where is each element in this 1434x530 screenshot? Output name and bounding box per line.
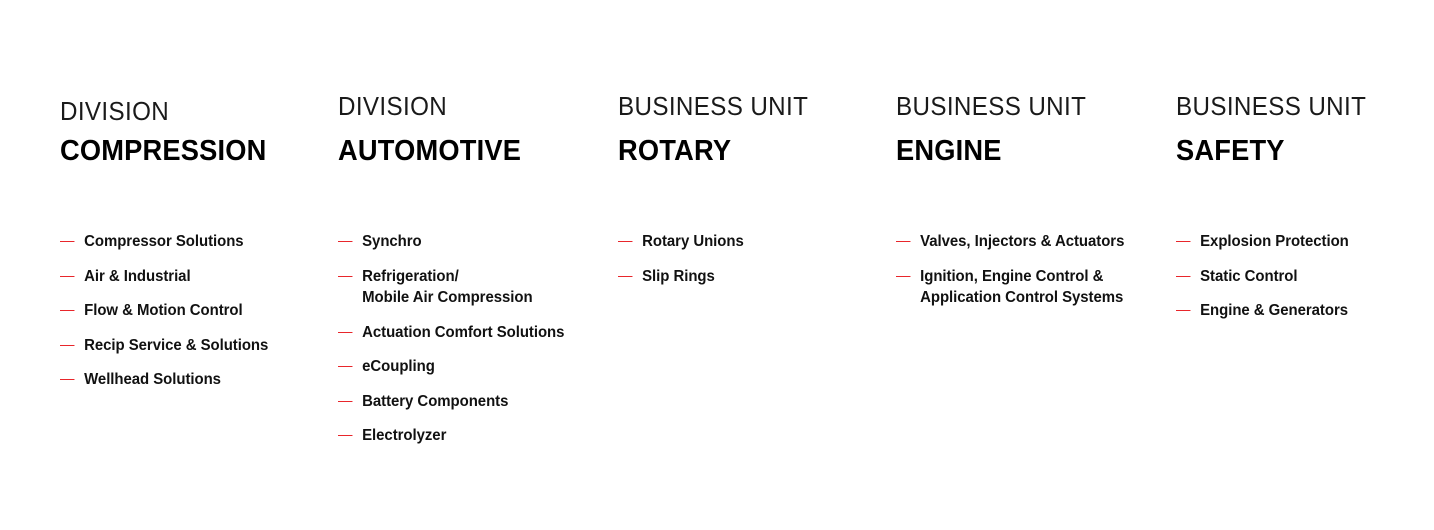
- list-item-label: Recip Service & Solutions: [84, 336, 269, 354]
- list-item[interactable]: Flow & Motion Control: [60, 300, 325, 322]
- column-unit-name: ROTARY: [618, 135, 732, 167]
- column-item-list: Compressor Solutions Air & Industrial Fl…: [60, 231, 335, 391]
- column-header: DIVISION COMPRESSION: [60, 96, 335, 168]
- list-item-label: Air & Industrial: [84, 267, 191, 285]
- list-item[interactable]: Wellhead Solutions: [60, 369, 325, 391]
- list-item-label: Static Control: [1200, 267, 1298, 285]
- dash-bullet-icon: [896, 241, 911, 242]
- org-column-engine: BUSINESS UNIT ENGINE Valves, Injectors &…: [896, 0, 1174, 530]
- column-unit-name: AUTOMOTIVE: [338, 135, 522, 167]
- column-header: BUSINESS UNIT ROTARY: [618, 91, 893, 168]
- column-header: DIVISION AUTOMOTIVE: [338, 91, 613, 168]
- column-item-list: Synchro Refrigeration/Mobile Air Compres…: [338, 231, 613, 447]
- dash-bullet-icon: [60, 310, 75, 311]
- org-column-rotary: BUSINESS UNIT ROTARY Rotary Unions Slip …: [618, 0, 893, 530]
- dash-bullet-icon: [1176, 275, 1191, 277]
- list-item-label: Battery Components: [362, 392, 509, 410]
- dash-bullet-icon: [60, 275, 75, 277]
- column-header: BUSINESS UNIT ENGINE: [896, 91, 1174, 168]
- dash-bullet-icon: [896, 275, 911, 277]
- dash-bullet-icon: [618, 241, 633, 242]
- list-item-label: Electrolyzer: [362, 427, 447, 444]
- list-item[interactable]: Synchro: [338, 231, 603, 253]
- list-item[interactable]: Recip Service & Solutions: [60, 335, 325, 357]
- list-item[interactable]: Valves, Injectors & Actuators: [896, 231, 1164, 253]
- column-eyebrow-label: BUSINESS UNIT: [618, 91, 809, 121]
- dash-bullet-icon: [338, 366, 353, 367]
- column-item-list: Valves, Injectors & Actuators Ignition, …: [896, 231, 1174, 309]
- list-item-label: Slip Rings: [642, 267, 715, 285]
- list-item-label: Actuation Comfort Solutions: [362, 323, 565, 341]
- list-item-label: Flow & Motion Control: [84, 302, 243, 319]
- list-item-label: Valves, Injectors & Actuators: [920, 233, 1125, 250]
- dash-bullet-icon: [338, 241, 353, 242]
- list-item[interactable]: Explosion Protection: [1176, 231, 1423, 253]
- list-item[interactable]: eCoupling: [338, 356, 603, 378]
- list-item[interactable]: Battery Components: [338, 391, 603, 413]
- column-item-list: Rotary Unions Slip Rings: [618, 231, 893, 287]
- list-item-label: eCoupling: [362, 358, 435, 375]
- list-item-label: Engine & Generators: [1200, 302, 1348, 319]
- list-item[interactable]: Electrolyzer: [338, 425, 603, 447]
- column-unit-name: COMPRESSION: [60, 135, 267, 167]
- column-eyebrow-label: BUSINESS UNIT: [1176, 91, 1367, 121]
- list-item[interactable]: Compressor Solutions: [60, 231, 325, 253]
- column-unit-name: ENGINE: [896, 135, 1002, 167]
- dash-bullet-icon: [338, 435, 353, 436]
- list-item[interactable]: Rotary Unions: [618, 231, 883, 253]
- list-item[interactable]: Air & Industrial: [60, 266, 325, 288]
- column-eyebrow-label: BUSINESS UNIT: [896, 91, 1087, 121]
- list-item-label: Wellhead Solutions: [84, 371, 221, 388]
- list-item-label: Rotary Unions: [642, 233, 744, 250]
- list-item[interactable]: Engine & Generators: [1176, 300, 1423, 322]
- org-column-compression: DIVISION COMPRESSION Compressor Solution…: [60, 0, 335, 530]
- list-item[interactable]: Slip Rings: [618, 266, 883, 288]
- column-unit-name: SAFETY: [1176, 135, 1285, 167]
- dash-bullet-icon: [60, 241, 75, 242]
- dash-bullet-icon: [60, 344, 75, 346]
- dash-bullet-icon: [1176, 241, 1191, 242]
- list-item-label: Ignition, Engine Control &Application Co…: [920, 267, 1124, 307]
- list-item-label: Refrigeration/Mobile Air Compression: [362, 267, 533, 307]
- dash-bullet-icon: [1176, 310, 1191, 311]
- dash-bullet-icon: [60, 379, 75, 380]
- column-item-list: Explosion Protection Static Control Engi…: [1176, 231, 1432, 322]
- org-column-automotive: DIVISION AUTOMOTIVE Synchro Refrigeratio…: [338, 0, 613, 530]
- list-item[interactable]: Static Control: [1176, 266, 1423, 288]
- list-item-label: Compressor Solutions: [84, 233, 244, 250]
- list-item[interactable]: Ignition, Engine Control &Application Co…: [896, 266, 1164, 309]
- column-eyebrow-label: DIVISION: [338, 91, 448, 121]
- dash-bullet-icon: [338, 331, 353, 333]
- dash-bullet-icon: [338, 275, 353, 277]
- org-column-safety: BUSINESS UNIT SAFETY Explosion Protectio…: [1176, 0, 1432, 530]
- dash-bullet-icon: [618, 275, 633, 277]
- column-eyebrow-label: DIVISION: [60, 96, 170, 126]
- list-item-label: Explosion Protection: [1200, 233, 1349, 250]
- dash-bullet-icon: [338, 400, 353, 402]
- list-item[interactable]: Refrigeration/Mobile Air Compression: [338, 266, 603, 309]
- list-item-label: Synchro: [362, 233, 422, 250]
- column-header: BUSINESS UNIT SAFETY: [1176, 91, 1432, 168]
- list-item[interactable]: Actuation Comfort Solutions: [338, 322, 603, 344]
